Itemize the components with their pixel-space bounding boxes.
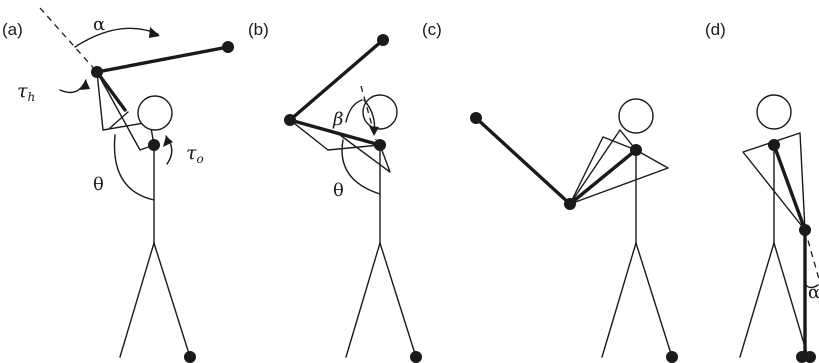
- panel-a: (a) α τh θ τo: [2, 7, 234, 363]
- right-leg: [379, 242, 417, 358]
- alpha-label: α: [93, 14, 105, 35]
- panel-c-label: (c): [422, 20, 442, 39]
- right-foot: [410, 351, 422, 363]
- beta-label: β: [332, 109, 343, 130]
- beta-arc: [345, 99, 363, 123]
- lead-arm: [95, 70, 127, 112]
- arm-lower: [289, 119, 381, 151]
- beta-arrowhead: [369, 126, 379, 136]
- lead-arm: [568, 148, 638, 206]
- alpha-label: α: [808, 282, 819, 303]
- right-leg: [773, 242, 809, 358]
- tau-o-arrowhead: [163, 136, 173, 147]
- arm-upper-2: [569, 129, 637, 205]
- theta-label: θ: [333, 180, 344, 201]
- wrist-joint: [284, 114, 296, 126]
- theta-arc: [341, 139, 381, 195]
- shaft-extension-dashed: [39, 7, 98, 73]
- club-shaft: [95, 45, 230, 74]
- club-head: [377, 34, 389, 46]
- club-head: [222, 41, 234, 53]
- theta-label: θ: [93, 174, 104, 195]
- left-leg: [345, 242, 381, 358]
- panel-b-label: (b): [248, 20, 269, 39]
- alpha-arc: [805, 284, 819, 289]
- wrist-joint: [564, 198, 576, 210]
- lead-arm: [288, 118, 382, 147]
- panel-d: (d) α: [705, 20, 819, 363]
- head: [137, 95, 173, 131]
- alpha-arc: [74, 27, 159, 48]
- theta-arc: [113, 134, 155, 201]
- right-foot: [666, 351, 678, 363]
- right-foot: [184, 351, 196, 363]
- panel-b: (b) β θ: [248, 20, 422, 363]
- tau-h-arrow: [59, 79, 87, 94]
- right-foot: [804, 351, 816, 363]
- tau-h-label: τh: [17, 80, 35, 104]
- alpha-reference-dashed: [804, 229, 819, 282]
- head: [618, 98, 654, 134]
- right-leg: [635, 242, 673, 358]
- head: [756, 94, 792, 130]
- forearm-inner: [109, 111, 129, 129]
- left-leg: [119, 242, 155, 358]
- panel-a-label: (a): [2, 20, 23, 39]
- club-shaft: [474, 116, 572, 206]
- panel-c: (c): [422, 20, 678, 363]
- right-leg: [153, 242, 191, 358]
- arm-lower: [569, 149, 669, 205]
- alpha-arrowhead: [149, 27, 160, 38]
- lead-arm: [772, 143, 807, 232]
- tau-h-arrowhead: [80, 80, 90, 90]
- left-leg: [601, 242, 637, 358]
- panel-d-label: (d): [705, 20, 726, 39]
- left-leg: [739, 242, 775, 358]
- tau-o-label: τo: [186, 142, 204, 166]
- wrist-joint: [91, 66, 103, 78]
- arm-upper: [569, 136, 637, 205]
- head: [362, 94, 398, 130]
- club-shaft: [288, 38, 385, 122]
- club-head: [470, 112, 482, 124]
